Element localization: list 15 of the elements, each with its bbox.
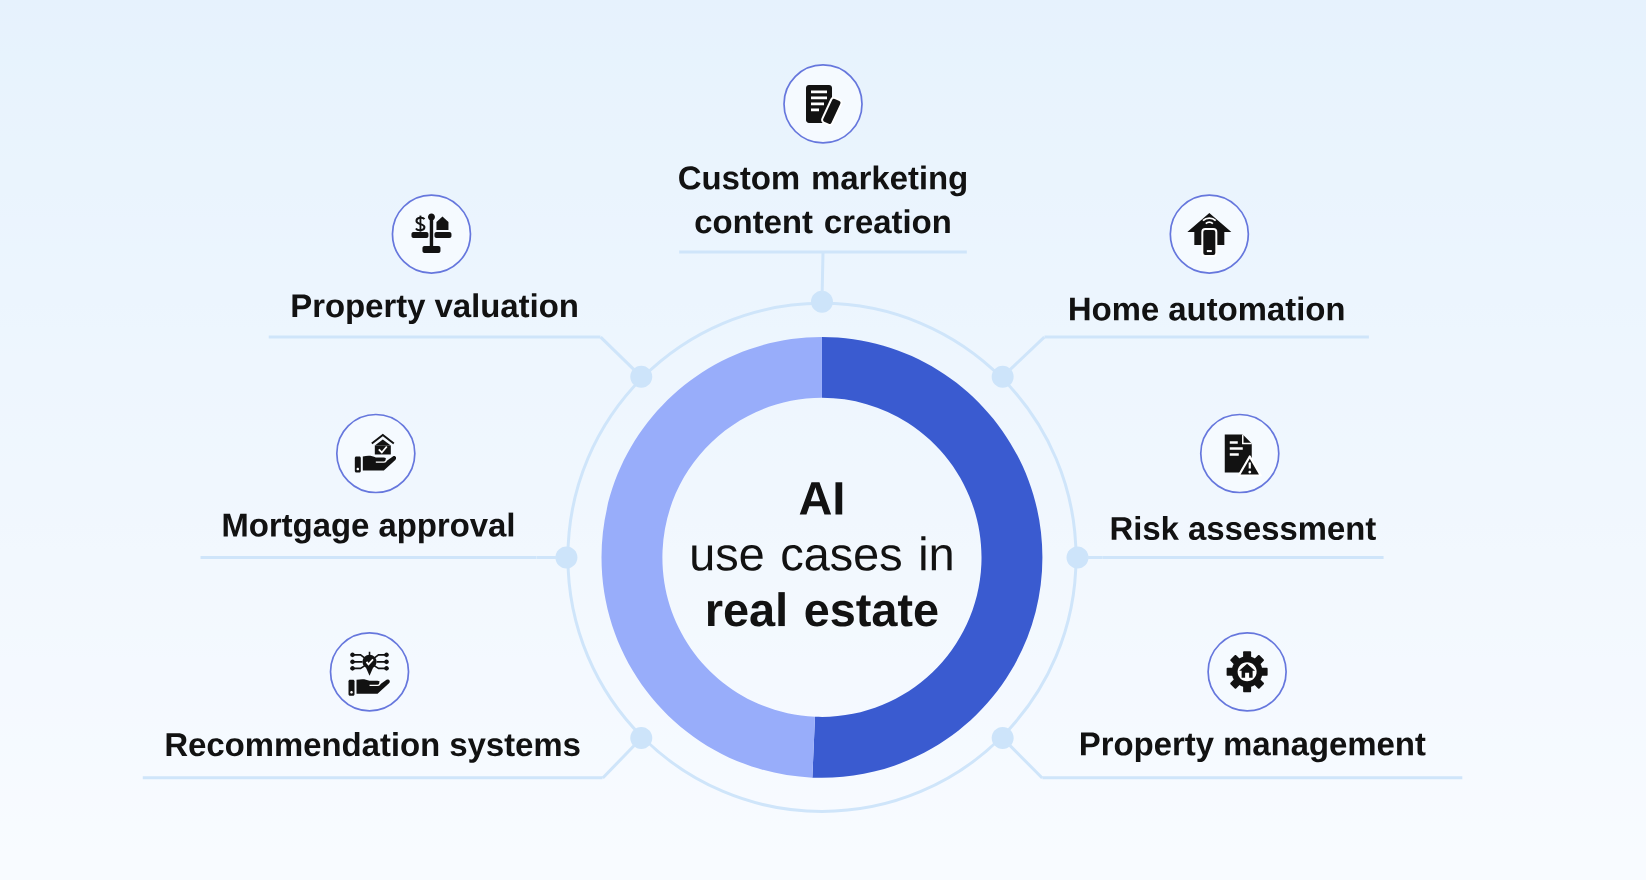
underlined-label: Mortgage approval: [200, 512, 537, 559]
connector-line: [601, 743, 636, 780]
connector-line: [1087, 556, 1103, 560]
connector-line: [1008, 743, 1044, 780]
connector-line: [536, 555, 557, 560]
underlined-label: Property management: [1042, 732, 1463, 780]
underlined-label: Custom marketing content creation: [679, 165, 967, 254]
connector-line: [820, 252, 825, 293]
connector-line: [1008, 336, 1046, 372]
underlined-label: Risk assessment: [1102, 515, 1384, 559]
donut-ring: AI use cases in real estate: [601, 336, 1043, 778]
underlined-label: Home automation: [1044, 296, 1369, 339]
underlined-label: Recommendation systems: [142, 732, 603, 780]
connector-line: [599, 336, 636, 372]
underlined-label: Property valuation: [268, 293, 601, 339]
